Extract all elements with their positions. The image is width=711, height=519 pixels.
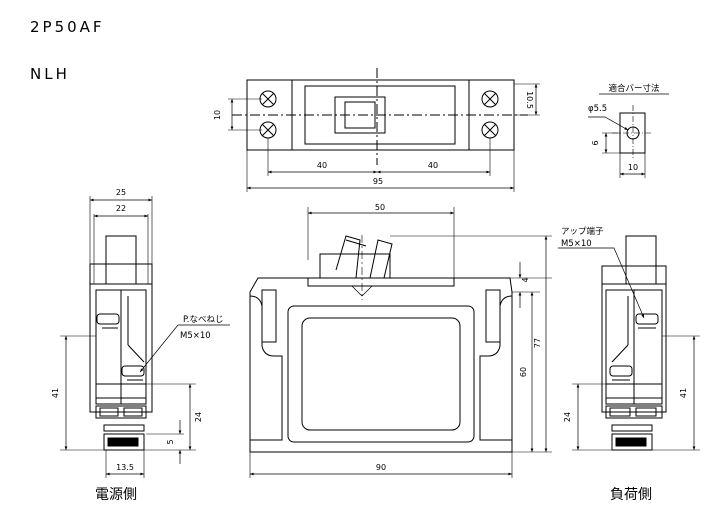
dim-top-10: 10 (213, 110, 222, 120)
terminal-screw-icon (259, 90, 499, 139)
dim-bar-10: 10 (628, 163, 638, 172)
supply-side-caption: 電源側 (95, 487, 137, 503)
dim-side-22: 22 (116, 204, 126, 213)
left-side-view (60, 196, 230, 478)
right-side-dimensions: 24 41 アップ端子 M5×10 (561, 226, 688, 422)
dim-side-41: 41 (51, 388, 60, 398)
bar-size-detail (588, 93, 669, 178)
dim-front-90: 90 (376, 463, 386, 472)
dim-right-41: 41 (679, 388, 688, 398)
top-view-dimensions: 10 10.5 40 40 95 (213, 91, 534, 186)
front-view-dimensions: 50 4 77 60 90 (375, 203, 542, 472)
up-terminal-size: M5×10 (561, 239, 592, 249)
right-side-view (558, 235, 700, 451)
pan-screw-size: M5×10 (180, 331, 211, 341)
dim-front-60: 60 (519, 367, 528, 377)
dim-side-13-5: 13.5 (116, 463, 134, 472)
front-view (249, 207, 552, 478)
dim-bar-6: 6 (591, 140, 600, 145)
dim-top-40-right: 40 (428, 161, 438, 170)
dim-top-95: 95 (373, 177, 383, 186)
bar-size-texts: 適合バー寸法 φ5.5 6 10 (588, 83, 660, 172)
model-title: 2P50AF (30, 18, 105, 36)
load-side-caption: 負荷側 (610, 487, 652, 503)
pan-screw-label: P.なべねじ (183, 315, 224, 325)
up-terminal-label: アップ端子 (561, 226, 604, 237)
phi-label: φ5.5 (588, 104, 607, 114)
dim-front-77: 77 (533, 338, 542, 348)
bar-size-label: 適合バー寸法 (608, 83, 659, 94)
series-title: NLH (30, 65, 70, 83)
dim-front-4: 4 (521, 277, 530, 282)
dim-side-5: 5 (166, 439, 175, 444)
top-view (228, 68, 540, 192)
dim-side-24: 24 (194, 412, 203, 422)
dim-front-50: 50 (375, 203, 385, 212)
dim-top-40-left: 40 (317, 161, 327, 170)
left-side-dimensions: 25 22 41 24 5 13.5 P.なべねじ M5×10 (51, 188, 224, 472)
dim-right-24: 24 (563, 412, 572, 422)
dim-side-25: 25 (116, 188, 126, 197)
dim-top-10-5: 10.5 (525, 91, 534, 109)
